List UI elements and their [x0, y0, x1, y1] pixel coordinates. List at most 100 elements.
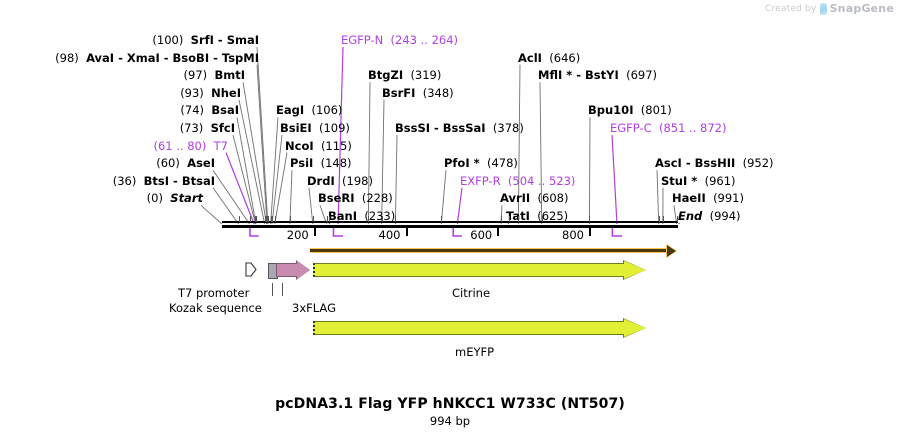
site-label-bseri[interactable]: BseRI (228) [318, 192, 393, 204]
cut-site-tick-bsrfi [381, 216, 383, 222]
ruler-tick-label-600: 600 [470, 228, 493, 242]
site-label-acli[interactable]: AclI (646) [518, 52, 580, 64]
site-position: (198) [342, 173, 373, 188]
site-label-drdi[interactable]: DrdI (198) [307, 175, 373, 187]
cut-site-tick-asei [249, 216, 251, 222]
cut-site-tick-bpu10i [589, 216, 591, 222]
site-position: (61 .. 80) [153, 138, 207, 153]
site-label-ncoi[interactable]: NcoI (115) [285, 140, 352, 152]
feature-bracket-egfp-n [332, 226, 344, 237]
ruler-thin-line [222, 221, 678, 223]
site-name: TatI [506, 209, 530, 223]
leader-line-nhei [238, 99, 266, 225]
site-label-end[interactable]: End (994) [678, 210, 741, 222]
site-label-bani[interactable]: BanI (233) [328, 210, 395, 222]
site-label-btgzi[interactable]: BtgZI (319) [368, 69, 441, 81]
leader-line-bsrfi [381, 99, 385, 225]
cut-site-tick-ncoi [274, 216, 276, 222]
site-label-asci-bsshii[interactable]: AscI - BssHII (952) [655, 157, 774, 169]
site-label-bsai[interactable]: (74) BsaI [0, 104, 239, 116]
site-label-psii[interactable]: PsiI (148) [290, 157, 352, 169]
site-name: BsaI [211, 103, 239, 118]
cut-site-tick-bseri [326, 216, 328, 222]
site-label-egfp-n[interactable]: EGFP-N (243 .. 264) [341, 34, 458, 46]
leader-line-btgzi [367, 82, 371, 225]
site-position: (109) [319, 121, 350, 135]
site-label-asei[interactable]: (60) AseI [0, 157, 215, 169]
leader-line-sfci [232, 134, 256, 225]
site-position: (608) [537, 191, 569, 206]
site-label-pfoi[interactable]: PfoI * (478) [444, 157, 518, 169]
snapgene-logo-icon [819, 2, 827, 15]
site-label-egfp-c[interactable]: EGFP-C (851 .. 872) [610, 122, 726, 134]
feature-arrowhead [297, 261, 310, 279]
ruler-tick-400 [405, 228, 408, 236]
cut-site-tick-bmti [266, 216, 268, 222]
site-label-bmti[interactable]: (97) BmtI [0, 69, 245, 81]
site-position: (243 .. 264) [390, 33, 459, 47]
site-label-tati[interactable]: TatI (625) [506, 210, 568, 222]
watermark-prefix: Created by [765, 3, 817, 14]
site-label-stui[interactable]: StuI * (961) [661, 175, 736, 187]
site-label-sfci[interactable]: (73) SfcI [0, 122, 235, 134]
site-position: (0) [146, 191, 163, 206]
site-position: (952) [742, 156, 774, 171]
site-label-bsiei[interactable]: BsiEI (109) [280, 122, 350, 134]
site-label-bpu10i[interactable]: Bpu10I (801) [588, 104, 672, 116]
site-position: (994) [709, 209, 741, 223]
t7-promoter-shape [245, 262, 257, 277]
cut-site-tick-btsi-btsai [238, 216, 240, 222]
site-position: (36) [112, 173, 137, 188]
site-label-bsssi-bsssai[interactable]: BssSI - BssSaI (378) [395, 122, 524, 134]
leader-line-start [200, 205, 223, 225]
ruler-tick-label-800: 800 [562, 228, 584, 242]
site-name: HaeII [672, 191, 706, 206]
site-name: MflI * - BstYI [538, 68, 619, 83]
site-label-avai-group[interactable]: (98) AvaI - XmaI - BsoBI - TspMI [0, 52, 259, 64]
cut-site-tick-pfoi [441, 216, 443, 222]
leader-line-bsiei [271, 134, 283, 225]
cut-site-tick-sfci [255, 216, 257, 222]
cut-site-tick-mfli-bstyi [541, 216, 543, 222]
site-label-avrii[interactable]: AvrII (608) [500, 192, 568, 204]
feature-t7-promoter[interactable] [245, 262, 257, 277]
site-label-start[interactable]: (0) Start [0, 192, 203, 204]
feature-bracket-egfp-c [611, 226, 623, 237]
site-position: (106) [311, 103, 343, 118]
leader-line-bsssi-bsssai [394, 134, 398, 225]
site-position: (504 .. 523) [507, 173, 576, 188]
site-name: BtgZI [368, 68, 404, 83]
feature-bracket-t7 [249, 226, 259, 237]
ruler-tick-label-200: 200 [286, 228, 309, 242]
cut-site-tick-bani [328, 216, 330, 222]
feature-label-3xflag: 3xFLAG [292, 301, 336, 315]
feature-stem-3xflag [282, 283, 283, 296]
site-name: DrdI [307, 173, 335, 188]
site-name: EGFP-C [610, 121, 652, 135]
site-label-bsrfi[interactable]: BsrFI (348) [382, 87, 454, 99]
site-position: (991) [713, 191, 744, 206]
site-label-srfi-smai[interactable]: (100) SrfI - SmaI [0, 34, 259, 46]
site-name: EagI [276, 103, 305, 118]
site-label-nhei[interactable]: (93) NheI [0, 87, 241, 99]
site-label-t7[interactable]: (61 .. 80) T7 [0, 140, 228, 152]
site-name: AclI [518, 50, 542, 65]
feature-body [313, 321, 624, 335]
site-name: BsiEI [280, 121, 312, 135]
site-name: EGFP-N [341, 33, 384, 47]
cut-site-tick-btgzi [368, 216, 370, 222]
feature-body [313, 263, 624, 277]
leader-line-avai-group [256, 64, 268, 225]
site-name: Start [170, 191, 203, 206]
site-position: (115) [320, 138, 352, 153]
leader-line-end [677, 222, 681, 225]
site-name: BssSI - BssSaI [395, 121, 486, 135]
site-label-mfli-bstyi[interactable]: MflI * - BstYI (697) [538, 69, 657, 81]
site-label-eagi[interactable]: EagI (106) [276, 104, 342, 116]
site-label-haeii[interactable]: HaeII (991) [672, 192, 744, 204]
ruler-baseline [222, 225, 678, 228]
site-label-btsi-btsai[interactable]: (36) BtsI - BtsaI [0, 175, 215, 187]
site-label-exfp-r[interactable]: EXFP-R (504 .. 523) [460, 175, 575, 187]
